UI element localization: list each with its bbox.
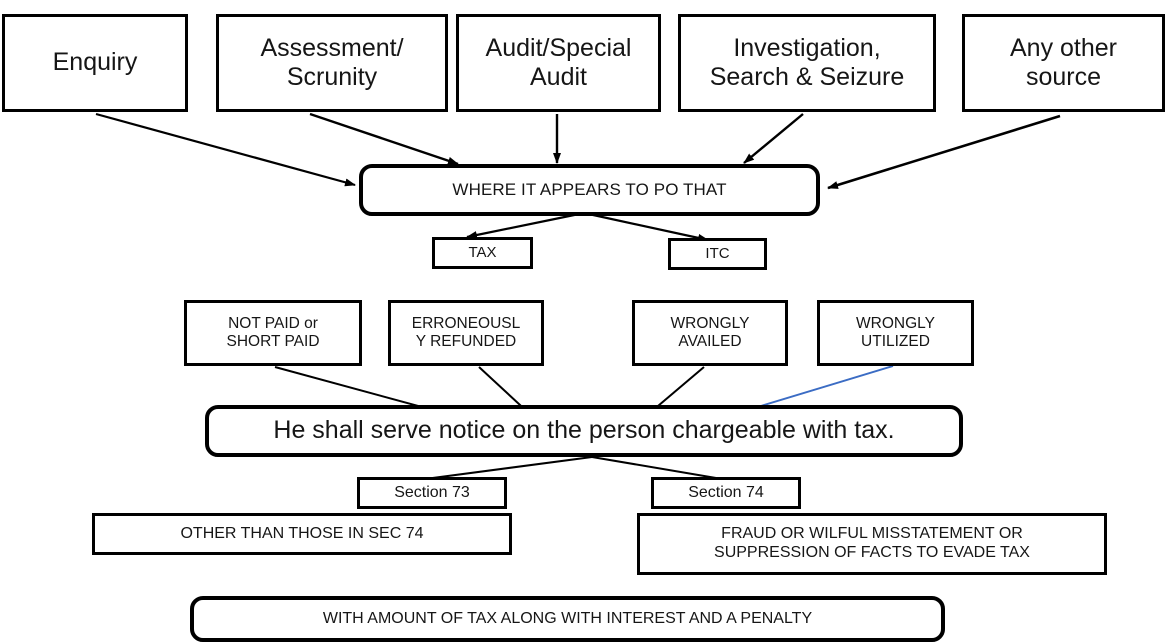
- section-detail-label: FRAUD OR WILFUL MISSTATEMENT OR SUPPRESS…: [714, 525, 1030, 561]
- source-box-enquiry[interactable]: Enquiry: [2, 14, 188, 112]
- connector-notice-to-section74: [591, 456, 717, 479]
- source-label: Enquiry: [52, 48, 138, 77]
- subject-label: TAX: [468, 244, 497, 262]
- connector-notice-to-section73: [424, 456, 593, 480]
- source-label: Audit/Special Audit: [485, 33, 632, 92]
- notice-label: He shall serve notice on the person char…: [273, 416, 895, 445]
- source-box-any-other[interactable]: Any other source: [962, 14, 1165, 112]
- section-detail-box-73[interactable]: OTHER THAN THOSE IN SEC 74: [92, 513, 512, 555]
- final-amount-label: WITH AMOUNT OF TAX ALONG WITH INTEREST A…: [322, 609, 813, 627]
- source-box-investigation[interactable]: Investigation, Search & Seizure: [678, 14, 936, 112]
- condition-label: NOT PAID or SHORT PAID: [226, 314, 320, 350]
- source-box-assessment[interactable]: Assessment/ Scrunity: [216, 14, 448, 112]
- connector-enquiry-to-po: [95, 112, 356, 187]
- connector-investigation-to-po: [743, 113, 804, 164]
- condition-label: ERRONEOUSL Y REFUNDED: [411, 314, 521, 350]
- section-label: Section 73: [394, 483, 470, 501]
- source-label: Any other source: [1009, 33, 1117, 92]
- section-box-74[interactable]: Section 74: [651, 477, 801, 509]
- section-label: Section 74: [688, 483, 764, 501]
- condition-box-erroneously-refunded[interactable]: ERRONEOUSL Y REFUNDED: [388, 300, 544, 366]
- source-label: Assessment/ Scrunity: [260, 33, 404, 92]
- section-detail-box-74[interactable]: FRAUD OR WILFUL MISSTATEMENT OR SUPPRESS…: [637, 513, 1107, 575]
- subject-box-itc[interactable]: ITC: [668, 238, 767, 270]
- condition-box-wrongly-utilized[interactable]: WRONGLY UTILIZED: [817, 300, 974, 366]
- subject-label: ITC: [705, 245, 730, 263]
- connector-po-to-itc: [583, 211, 709, 242]
- condition-label: WRONGLY AVAILED: [670, 314, 750, 350]
- subject-box-tax[interactable]: TAX: [432, 237, 533, 269]
- connector-anyothersource-to-po: [827, 114, 1061, 190]
- final-amount-box[interactable]: WITH AMOUNT OF TAX ALONG WITH INTEREST A…: [190, 596, 945, 642]
- section-detail-label: OTHER THAN THOSE IN SEC 74: [180, 524, 424, 542]
- section-box-73[interactable]: Section 73: [357, 477, 507, 509]
- connector-po-to-tax: [466, 211, 585, 239]
- condition-box-not-paid[interactable]: NOT PAID or SHORT PAID: [184, 300, 362, 366]
- po-condition-box[interactable]: WHERE IT APPEARS TO PO THAT: [359, 164, 820, 216]
- condition-box-wrongly-availed[interactable]: WRONGLY AVAILED: [632, 300, 788, 366]
- source-box-audit[interactable]: Audit/Special Audit: [456, 14, 661, 112]
- notice-box[interactable]: He shall serve notice on the person char…: [205, 405, 963, 457]
- connector-assessment-to-po: [309, 112, 459, 166]
- condition-label: WRONGLY UTILIZED: [856, 314, 935, 350]
- po-condition-label: WHERE IT APPEARS TO PO THAT: [452, 179, 727, 199]
- source-label: Investigation, Search & Seizure: [709, 33, 905, 92]
